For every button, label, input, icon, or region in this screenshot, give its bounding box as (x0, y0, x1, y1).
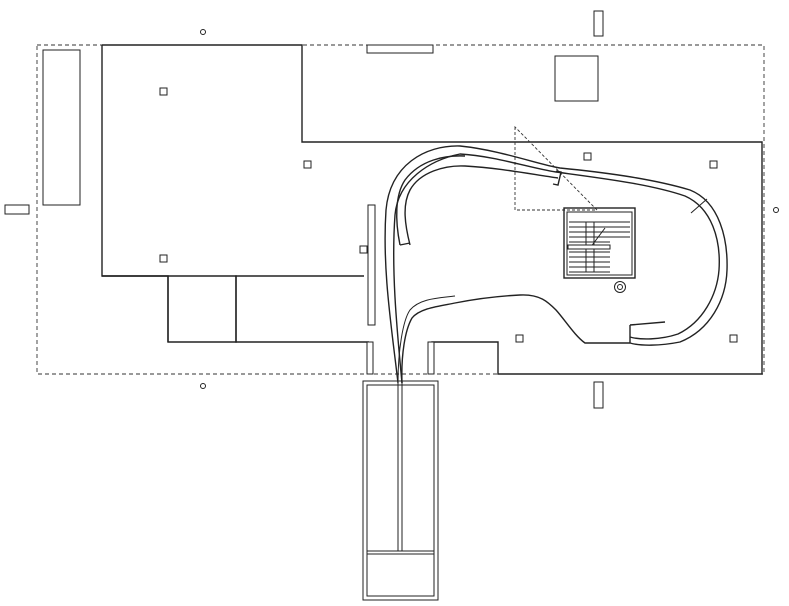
vertical-partition (367, 204, 376, 326)
column (303, 160, 312, 169)
column (159, 254, 168, 263)
column (583, 152, 592, 161)
ramp-upper-cut (552, 170, 562, 186)
ramp-upper-end (399, 242, 411, 246)
top-window-slot (366, 44, 434, 54)
ramp-upper-loop-outer (404, 165, 559, 246)
column (729, 334, 738, 343)
stair-treads (569, 221, 630, 273)
curved-wall-outer (384, 145, 728, 384)
column (359, 245, 368, 254)
curved-wall-inner (392, 153, 720, 384)
left-volume-bottom-steps (102, 275, 364, 343)
column-marker-bottom (200, 383, 206, 389)
right-curve-cut (690, 198, 708, 214)
ramp-post-right (427, 341, 435, 375)
left-bench (42, 49, 81, 206)
stair-enclosure (563, 207, 636, 279)
stair-inner (566, 211, 633, 276)
column (159, 87, 168, 96)
entry-ramp-inner (366, 384, 435, 597)
slot-left (4, 204, 30, 215)
dashed-roof-projection (514, 125, 599, 211)
main-enclosure-wall (101, 44, 763, 375)
upper-slab-dashed-outline (36, 44, 765, 375)
round-column (614, 281, 626, 293)
bottom-curve-cut (629, 321, 666, 343)
column (709, 160, 718, 169)
ramp-inner-curve-b (397, 295, 456, 384)
column-marker-top (200, 29, 206, 35)
entry-ramp-outer (362, 380, 439, 601)
skylight-square (554, 55, 599, 102)
ramp-post-left (366, 341, 374, 375)
ramp-upper-loop-inner (396, 155, 466, 246)
slot-bottom-right (593, 381, 604, 409)
ramp-inner-curve (401, 294, 630, 384)
column-marker-right (773, 207, 779, 213)
round-column-core (617, 284, 623, 290)
stair-landing-bar (567, 244, 611, 250)
slot-top-right (593, 10, 604, 37)
column (515, 334, 524, 343)
